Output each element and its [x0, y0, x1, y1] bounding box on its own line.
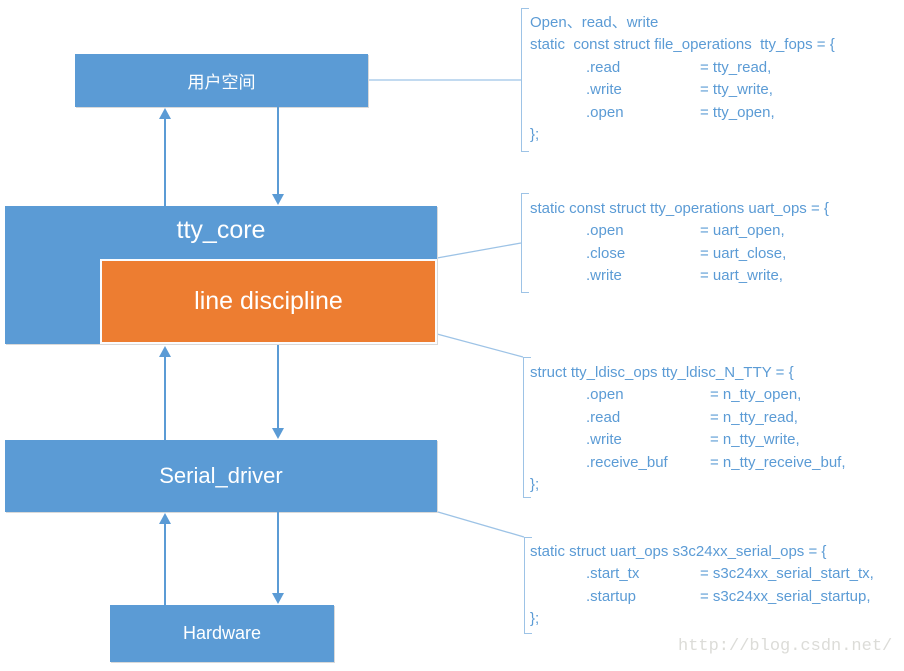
box-serial-driver: Serial_driver	[5, 440, 437, 512]
code-member-value: = uart_close,	[700, 244, 787, 262]
code-header-line: static struct uart_ops s3c24xx_serial_op…	[530, 543, 827, 560]
code-member-name: .read	[586, 408, 621, 426]
up-arrow-icon	[159, 346, 171, 440]
code-bracket-2	[521, 193, 529, 293]
code-bracket-1	[521, 8, 529, 152]
code-member-name: .startup	[586, 587, 637, 605]
code-member-name: .open	[586, 386, 624, 404]
down-arrow-icon	[272, 345, 284, 439]
code-member-row: .read = tty_read,	[530, 57, 904, 79]
up-arrow-icon	[159, 513, 171, 605]
arrow-shaft	[277, 345, 279, 429]
code-member-row: .startup = s3c24xx_serial_startup,	[530, 586, 904, 608]
code-block-file-operations: Open、read、write static const struct file_…	[530, 12, 904, 146]
box-hardware: Hardware	[110, 605, 334, 662]
code-member-row: .write = tty_write,	[530, 79, 904, 101]
arrow-head	[272, 194, 284, 205]
watermark: http://blog.csdn.net/	[678, 637, 893, 656]
code-member-value: = tty_read,	[700, 58, 772, 76]
code-footer-line: };	[530, 476, 540, 494]
arrow-shaft	[277, 512, 279, 594]
code-member-value: = tty_open,	[700, 103, 775, 121]
down-arrow-icon	[272, 512, 284, 604]
box-hardware-label: Hardware	[182, 623, 262, 643]
code-member-row: .write = n_tty_write,	[530, 429, 904, 451]
code-footer-line: };	[530, 126, 540, 144]
code-header-line: static const struct file_operations tty_…	[530, 36, 835, 54]
code-block-tty-operations: static const struct tty_operations uart_…	[530, 198, 904, 288]
code-member-row: .open = uart_open,	[530, 220, 904, 242]
box-line-discipline-label: line discipline	[194, 287, 343, 315]
code-member-name: .receive_buf	[586, 453, 668, 471]
arrow-head	[159, 108, 171, 119]
box-serial-driver-label: Serial_driver	[159, 463, 283, 488]
arrow-shaft	[277, 107, 279, 195]
code-footer-line: };	[530, 610, 540, 628]
code-member-name: .write	[586, 431, 622, 449]
code-member-value: = uart_open,	[700, 222, 785, 240]
arrow-head	[159, 513, 171, 524]
code-member-row: .close = uart_close,	[530, 243, 904, 265]
code-member-name: .write	[586, 267, 622, 285]
code-header-line: struct tty_ldisc_ops tty_ldisc_N_TTY = {	[530, 364, 794, 381]
code-header-line: Open、read、write	[530, 14, 659, 31]
code-member-row: .open = n_tty_open,	[530, 384, 904, 406]
box-user-space-label: 用户空间	[187, 73, 256, 92]
arrow-head	[272, 593, 284, 604]
arrow-shaft	[164, 356, 166, 440]
code-header-line: static const struct tty_operations uart_…	[530, 200, 829, 217]
code-member-value: = n_tty_open,	[710, 386, 802, 404]
code-member-value: = s3c24xx_serial_start_tx,	[700, 565, 874, 583]
arrow-head	[272, 428, 284, 439]
down-arrow-icon	[272, 107, 284, 205]
code-member-row: .open = tty_open,	[530, 102, 904, 124]
arrow-shaft	[164, 523, 166, 605]
code-member-name: .close	[586, 244, 626, 262]
code-member-value: = n_tty_write,	[710, 431, 800, 449]
code-member-name: .open	[586, 103, 624, 121]
box-tty-core-label: tty_core	[176, 216, 266, 244]
code-block-uart-ops: static struct uart_ops s3c24xx_serial_op…	[530, 541, 904, 631]
code-member-row: .receive_buf = n_tty_receive_buf,	[530, 452, 904, 474]
code-member-name: .write	[586, 81, 622, 99]
box-line-discipline: line discipline	[100, 259, 437, 344]
code-member-value: = tty_write,	[700, 81, 773, 99]
connector-serial-to-code4	[437, 511, 525, 538]
code-member-name: .start_tx	[586, 565, 640, 583]
code-member-row: .read = n_tty_read,	[530, 407, 904, 429]
code-bracket-3	[523, 357, 531, 498]
code-block-tty-ldisc-ops: struct tty_ldisc_ops tty_ldisc_N_TTY = {…	[530, 362, 904, 496]
box-user-space: 用户空间	[75, 54, 368, 107]
code-member-value: = uart_write,	[700, 267, 783, 285]
up-arrow-icon	[159, 108, 171, 206]
connector-tty-core-to-code2	[436, 242, 522, 259]
connector-ldisc-to-code3	[436, 333, 524, 358]
code-member-name: .read	[586, 58, 621, 76]
code-member-row: .start_tx = s3c24xx_serial_start_tx,	[530, 563, 904, 585]
code-member-value: = n_tty_receive_buf,	[710, 453, 846, 471]
code-bracket-4	[524, 537, 532, 634]
arrow-shaft	[164, 118, 166, 206]
code-member-name: .open	[586, 222, 624, 240]
arrow-head	[159, 346, 171, 357]
code-member-value: = n_tty_read,	[710, 408, 798, 426]
code-member-value: = s3c24xx_serial_startup,	[700, 587, 871, 605]
code-member-row: .write = uart_write,	[530, 265, 904, 287]
